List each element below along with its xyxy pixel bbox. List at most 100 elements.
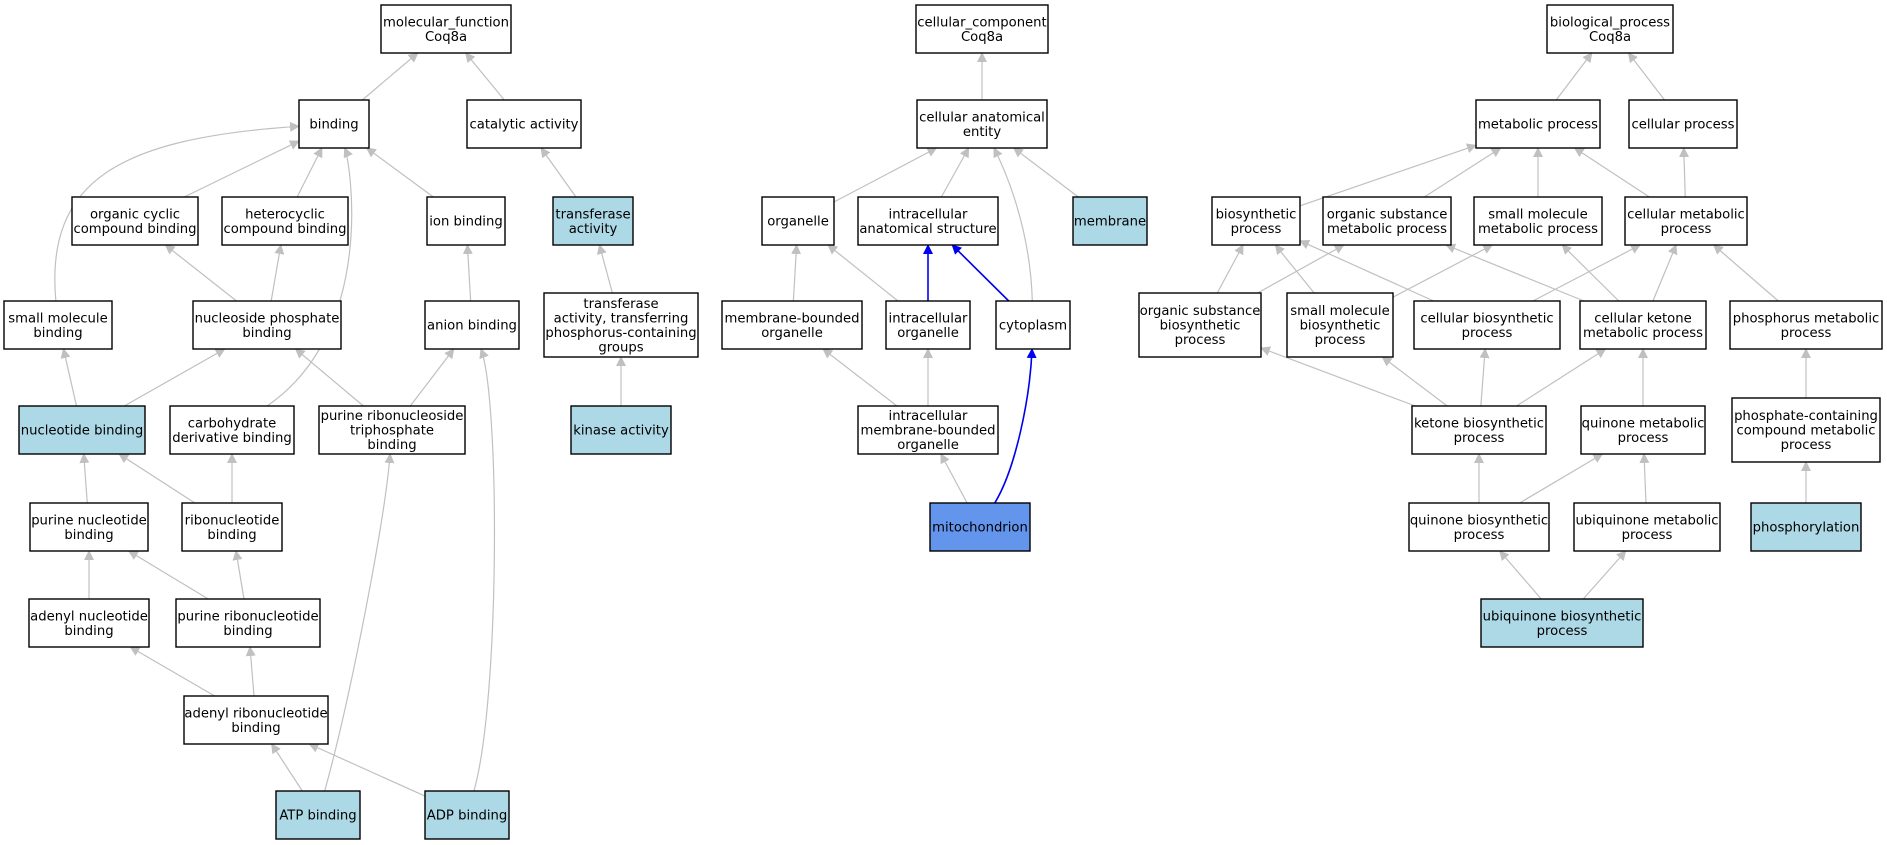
node-label-line: intracellular (889, 207, 968, 222)
edge-mem_bounded_org-to-organelle (791, 244, 802, 302)
node-label-line: derivative binding (172, 431, 292, 446)
edge-adenyl_ribonucleotide-to-purine_ribonucleotide (245, 646, 256, 697)
edge-binding-to-mf_root (361, 52, 419, 101)
edge-cell_met-to-metabolic (1573, 147, 1650, 198)
node-metabolic[interactable]: metabolic process (1475, 99, 1601, 149)
edge-cell_ketone_met-to-org_subst_met (1445, 243, 1585, 302)
edge-quinone_bio-to-quinone_met (1519, 453, 1604, 504)
node-catalytic[interactable]: catalytic activity (466, 99, 582, 149)
node-phosphorylation[interactable]: phosphorylation (1750, 502, 1862, 552)
node-box (995, 300, 1071, 350)
node-label-line: anion binding (427, 319, 517, 334)
node-label-line: phosphorus-containing (545, 326, 696, 341)
node-box (1211, 196, 1301, 246)
edge-layer (54, 52, 1811, 797)
edge-purine_ribonucleoside_tp-to-nucleoside_phosphate (294, 348, 364, 407)
node-label-line: biosynthetic (1160, 319, 1241, 334)
node-label-line: compound binding (73, 222, 196, 237)
node-label-line: purine ribonucleoside (321, 409, 464, 424)
edge-transferase-to-catalytic (540, 147, 577, 198)
edge-adp-to-adenyl_ribonucleotide (308, 743, 426, 797)
node-label-line: binding (207, 528, 256, 543)
edge-adenyl_ribonucleotide-to-adenyl_nucleotide (129, 646, 215, 697)
node-cytoplasm[interactable]: cytoplasm (995, 300, 1071, 350)
node-label-line: nucleoside phosphate (195, 311, 340, 326)
edge-nucleotide_binding-to-small_mol_binding (60, 348, 78, 407)
edge-ubiquinone_met-to-quinone_met (1639, 453, 1650, 504)
edge-metabolic-to-bp_root (1555, 52, 1593, 101)
node-cellular-proc[interactable]: cellular process (1628, 99, 1738, 149)
node-kinase[interactable]: kinase activity (570, 405, 672, 455)
edge-atp-to-adenyl_ribonucleotide (271, 743, 303, 792)
node-label-line: metabolic process (1327, 222, 1447, 237)
node-box (857, 405, 999, 455)
node-mitochondrion[interactable]: mitochondrion (929, 502, 1031, 552)
node-atp[interactable]: ATP binding (275, 790, 361, 840)
node-label-line: organelle (897, 326, 959, 341)
node-box (29, 502, 149, 552)
node-nucleotide-binding[interactable]: nucleotide binding (18, 405, 146, 455)
node-label-line: catalytic activity (470, 118, 579, 133)
edge-cell_ketone_met-to-cell_met (1652, 244, 1678, 302)
node-organelle[interactable]: organelle (761, 196, 835, 246)
node-box (424, 790, 510, 840)
node-label-line: process (1781, 326, 1832, 341)
node-label-line: binding (367, 438, 416, 453)
node-box (857, 196, 999, 246)
node-anion-binding[interactable]: anion binding (424, 300, 520, 350)
edge-nucleoside_phosphate-to-org_cyclic (164, 244, 237, 302)
node-adp[interactable]: ADP binding (424, 790, 510, 840)
node-ion-binding[interactable]: ion binding (426, 196, 506, 246)
node-box (1138, 292, 1262, 358)
node-binding[interactable]: binding (298, 99, 370, 149)
node-box (1322, 196, 1452, 246)
node-label-line: ubiquinone metabolic (1575, 513, 1718, 528)
edge-intracell_org-to-organelle (827, 244, 899, 302)
edge-cell_ketone_met-to-small_mol_met (1561, 244, 1620, 302)
node-box (1072, 196, 1148, 246)
node-box (1475, 99, 1601, 149)
node-label-line: molecular_function (383, 15, 509, 30)
edge-purine_ribonucleotide-to-ribonucleotide (232, 550, 245, 600)
node-membrane[interactable]: membrane (1072, 196, 1148, 246)
node-label-line: organelle (767, 215, 829, 230)
node-label-line: carbohydrate (188, 416, 277, 431)
node-box (916, 99, 1048, 149)
